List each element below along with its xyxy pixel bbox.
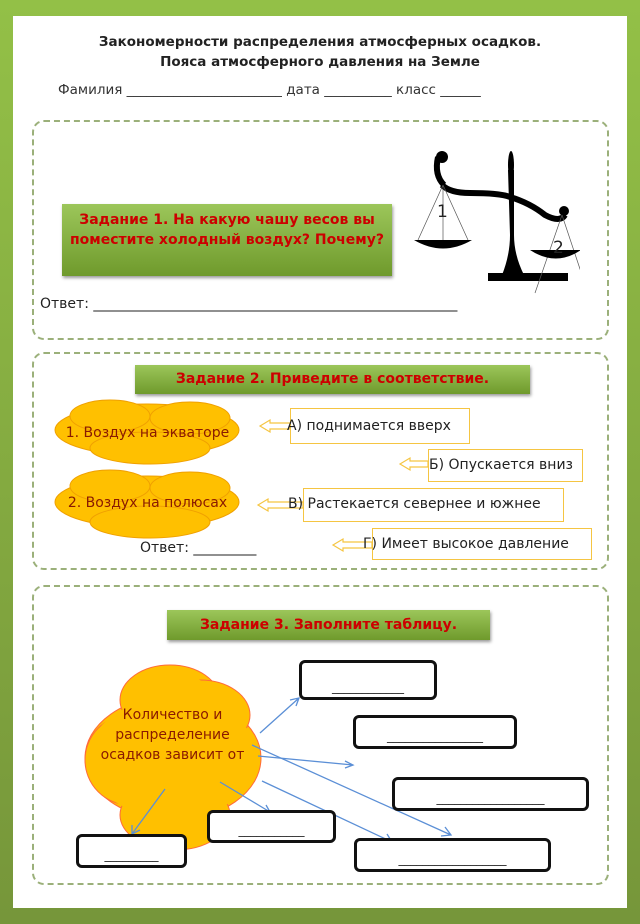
blank-box-3[interactable]: __________________ [392,777,589,811]
task3-header: Задание 3. Заполните таблицу. [167,610,490,640]
option-g[interactable]: Г) Имеет высокое давление [363,528,592,560]
blank-box-5[interactable]: _________ [76,834,187,868]
task3-panel [32,585,609,885]
blank-box-4[interactable]: ___________ [207,810,336,843]
task1-panel [32,120,609,340]
blank-box-6[interactable]: __________________ [354,838,551,872]
scales-icon: 1 2 [414,151,580,294]
task1-answer-line[interactable]: Ответ: _________________________________… [40,296,458,312]
blank-box-1[interactable]: ____________ [299,660,437,700]
option-v[interactable]: В) Растекается севернее и южнее [288,488,564,522]
pan-1-label: 1 [437,202,448,222]
task2-answer-line[interactable]: Ответ: _________ [140,540,257,556]
blank-box-2[interactable]: ________________ [353,715,517,749]
task2-header: Задание 2. Приведите в соответствие. [135,365,530,394]
pan-2-label: 2 [553,238,564,258]
task2-panel [32,352,609,570]
option-a[interactable]: А) поднимается вверх [287,408,470,444]
item-polar-air: 2. Воздух на полюсах [67,494,228,511]
item-equator-air: 1. Воздух на экваторе [65,424,230,441]
cloud-shapes [54,399,240,539]
student-fields[interactable]: Фамилия _______________________ дата ___… [58,82,481,98]
option-b[interactable]: Б) Опускается вниз [428,449,583,482]
page-title: Закономерности распределения атмосферных… [98,34,542,70]
task1-question: Задание 1. На какую чашу весов вы помест… [62,204,392,276]
diagram-center: Количество и распределение осадков завис… [100,707,245,763]
